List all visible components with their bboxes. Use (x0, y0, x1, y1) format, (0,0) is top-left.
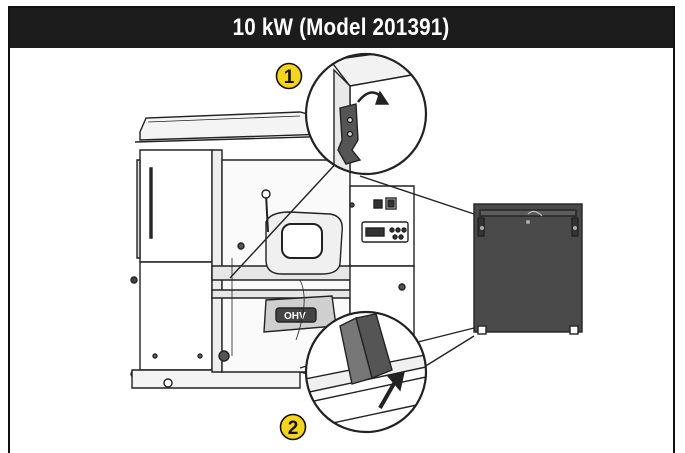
page-title: 10 kW (Model 201391) (233, 14, 450, 41)
side-panel (473, 203, 583, 335)
callout-badge-1: 1 (275, 62, 303, 90)
diagram-frame: 10 kW (Model 201391) (8, 6, 675, 453)
detail-circle-hinge (304, 310, 428, 434)
callout-label-1: 1 (284, 67, 295, 88)
title-bar: 10 kW (Model 201391) (10, 8, 673, 48)
callout-label-2: 2 (288, 418, 299, 439)
generator-unit: OHV (130, 111, 415, 389)
svg-text:OHV: OHV (284, 311, 306, 322)
callout-badge-2: 2 (279, 413, 307, 441)
